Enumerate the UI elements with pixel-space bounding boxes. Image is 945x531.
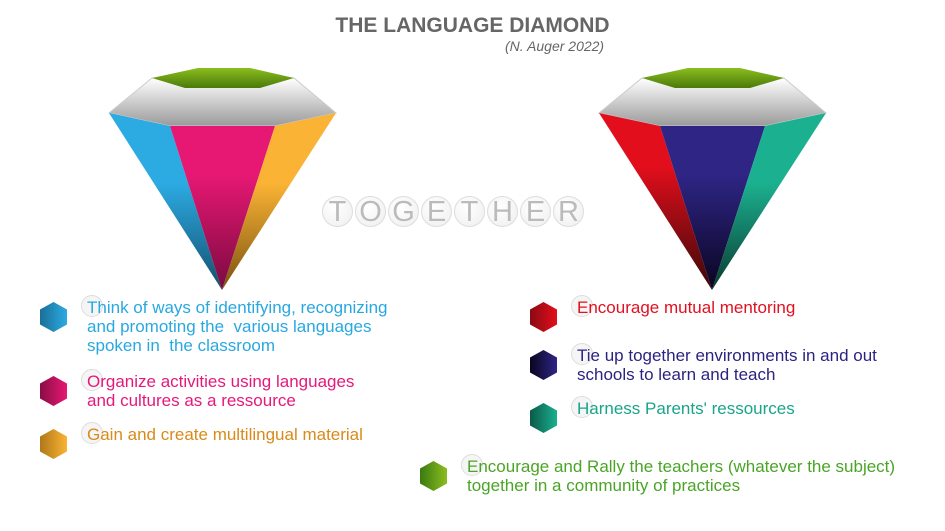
hexagon-icon bbox=[530, 350, 557, 380]
list-item: Think of ways of identifying, recognizin… bbox=[40, 295, 388, 355]
list-item: Tie up together environments in and out … bbox=[530, 343, 877, 384]
list-item: Encourage and Rally the teachers (whatev… bbox=[420, 454, 895, 495]
list-item: Organize activities using languages and … bbox=[40, 369, 354, 410]
hexagon-icon bbox=[40, 302, 67, 332]
right-diamond bbox=[597, 68, 828, 290]
list-item: Harness Parents' ressources bbox=[530, 396, 795, 433]
hexagon-icon bbox=[40, 376, 67, 406]
hexagon-icon bbox=[530, 302, 557, 332]
subtitle: (N. Auger 2022) bbox=[505, 38, 605, 54]
hexagon-icon bbox=[530, 403, 557, 433]
list-item: Gain and create multilingual material bbox=[40, 422, 363, 459]
left-diamond bbox=[107, 68, 338, 290]
page-title: THE LANGUAGE DIAMOND bbox=[335, 14, 610, 37]
hexagon-icon bbox=[40, 429, 67, 459]
hexagon-icon bbox=[420, 461, 447, 491]
list-item: Encourage mutual mentoring bbox=[530, 295, 795, 332]
